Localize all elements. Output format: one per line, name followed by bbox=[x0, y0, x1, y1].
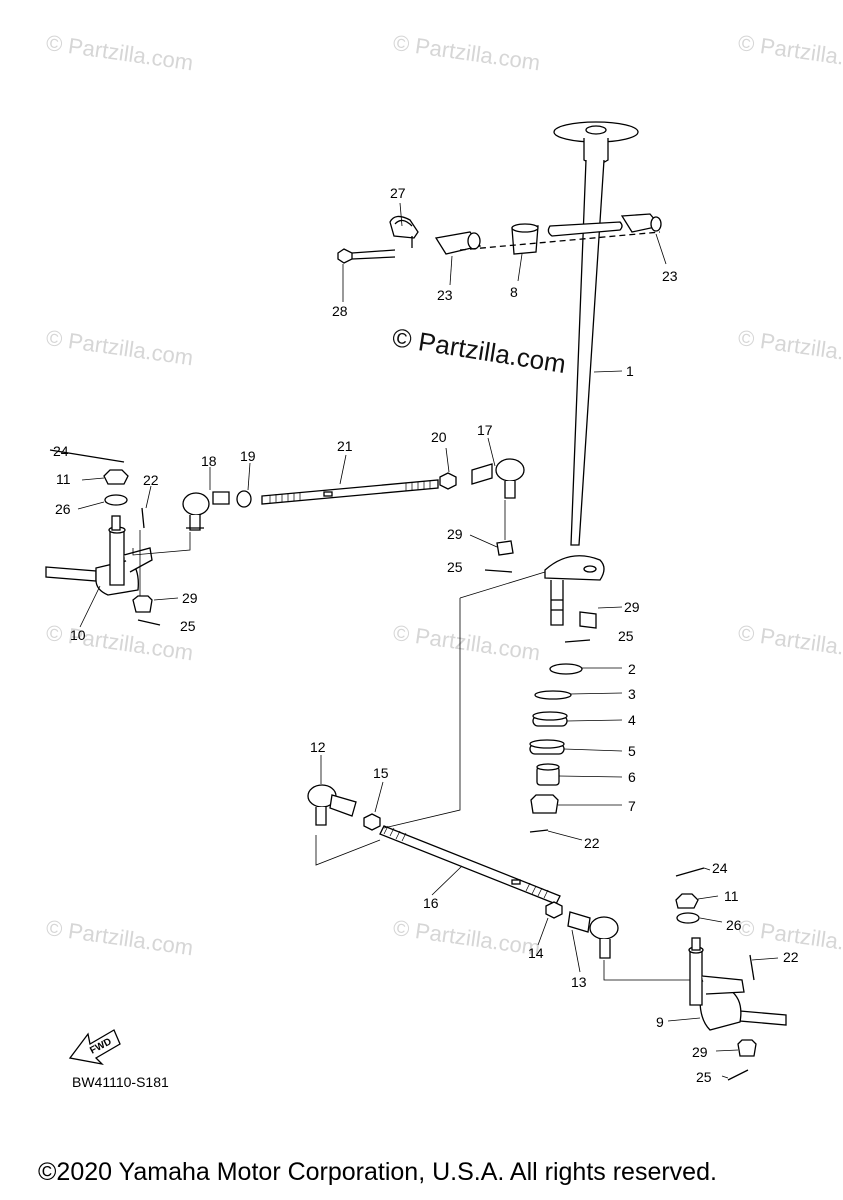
part-callout-15: 15 bbox=[373, 765, 389, 781]
part-callout-8: 8 bbox=[510, 284, 518, 300]
part-callout-1: 1 bbox=[626, 363, 634, 379]
part-callout-26: 26 bbox=[726, 917, 742, 933]
steering-joints bbox=[337, 213, 662, 264]
right-knuckle bbox=[675, 867, 787, 1081]
part-callout-22: 22 bbox=[143, 472, 159, 488]
part-callout-16: 16 bbox=[423, 895, 439, 911]
part-callout-24: 24 bbox=[53, 443, 69, 459]
part-callout-25: 25 bbox=[696, 1069, 712, 1085]
upper-tie-rod bbox=[182, 458, 525, 556]
part-callout-22: 22 bbox=[783, 949, 799, 965]
part-callout-29: 29 bbox=[624, 599, 640, 615]
part-callout-23: 23 bbox=[437, 287, 453, 303]
lower-tie-rod bbox=[307, 784, 619, 959]
part-callout-24: 24 bbox=[712, 860, 728, 876]
steering-shaft bbox=[544, 121, 639, 626]
part-callout-21: 21 bbox=[337, 438, 353, 454]
part-callout-29: 29 bbox=[182, 590, 198, 606]
part-callout-2: 2 bbox=[628, 661, 636, 677]
part-callout-22: 22 bbox=[584, 835, 600, 851]
leader-lines bbox=[77, 202, 779, 1079]
part-callout-18: 18 bbox=[201, 453, 217, 469]
part-callout-20: 20 bbox=[431, 429, 447, 445]
copyright-notice: ©2020 Yamaha Motor Corporation, U.S.A. A… bbox=[38, 1158, 717, 1186]
part-callout-17: 17 bbox=[477, 422, 493, 438]
part-callout-29: 29 bbox=[692, 1044, 708, 1060]
diagram-code: BW41110-S181 bbox=[72, 1074, 169, 1090]
part-callout-19: 19 bbox=[240, 448, 256, 464]
part-callout-25: 25 bbox=[447, 559, 463, 575]
part-callout-13: 13 bbox=[571, 974, 587, 990]
left-knuckle bbox=[45, 469, 161, 626]
part-callout-29: 29 bbox=[447, 526, 463, 542]
part-callout-3: 3 bbox=[628, 686, 636, 702]
part-callout-27: 27 bbox=[390, 185, 406, 201]
part-callout-11: 11 bbox=[56, 471, 71, 487]
fwd-arrow: FWD bbox=[68, 1029, 121, 1066]
part-callout-25: 25 bbox=[180, 618, 196, 634]
bearing-stack bbox=[529, 663, 583, 833]
part-callout-4: 4 bbox=[628, 712, 636, 728]
part-callout-6: 6 bbox=[628, 769, 636, 785]
part-callout-25: 25 bbox=[618, 628, 634, 644]
part-callout-23: 23 bbox=[662, 268, 678, 284]
part-callout-9: 9 bbox=[656, 1014, 664, 1030]
part-callout-12: 12 bbox=[310, 739, 326, 755]
part-callout-26: 26 bbox=[55, 501, 71, 517]
part-callout-14: 14 bbox=[528, 945, 544, 961]
part-callout-11: 11 bbox=[724, 888, 739, 904]
part-callout-28: 28 bbox=[332, 303, 348, 319]
part-callout-7: 7 bbox=[628, 798, 636, 814]
assembly-lines bbox=[132, 500, 690, 981]
part-callout-10: 10 bbox=[70, 627, 86, 643]
part-callout-5: 5 bbox=[628, 743, 636, 759]
